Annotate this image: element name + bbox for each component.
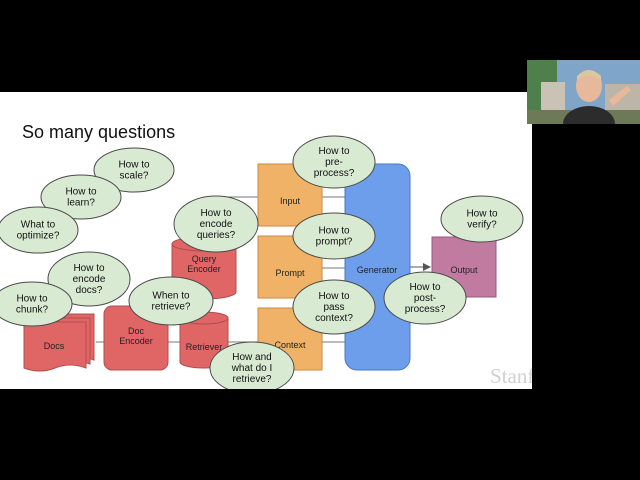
generator-label: Generator: [357, 265, 398, 275]
webcam-building-right: [605, 84, 640, 114]
generator-box: Generator: [345, 164, 410, 370]
slide: So many questions Docs: [0, 92, 532, 389]
presenter-webcam: [527, 60, 640, 124]
webcam-feed: [527, 60, 640, 124]
output-label: Output: [450, 265, 478, 275]
prompt-label: Prompt: [275, 268, 305, 278]
input-label: Input: [280, 196, 301, 206]
docs-label: Docs: [44, 341, 65, 351]
stanford-watermark: Stanford: [490, 364, 532, 389]
webcam-building-left: [541, 82, 565, 110]
retriever-label: Retriever: [186, 342, 223, 352]
